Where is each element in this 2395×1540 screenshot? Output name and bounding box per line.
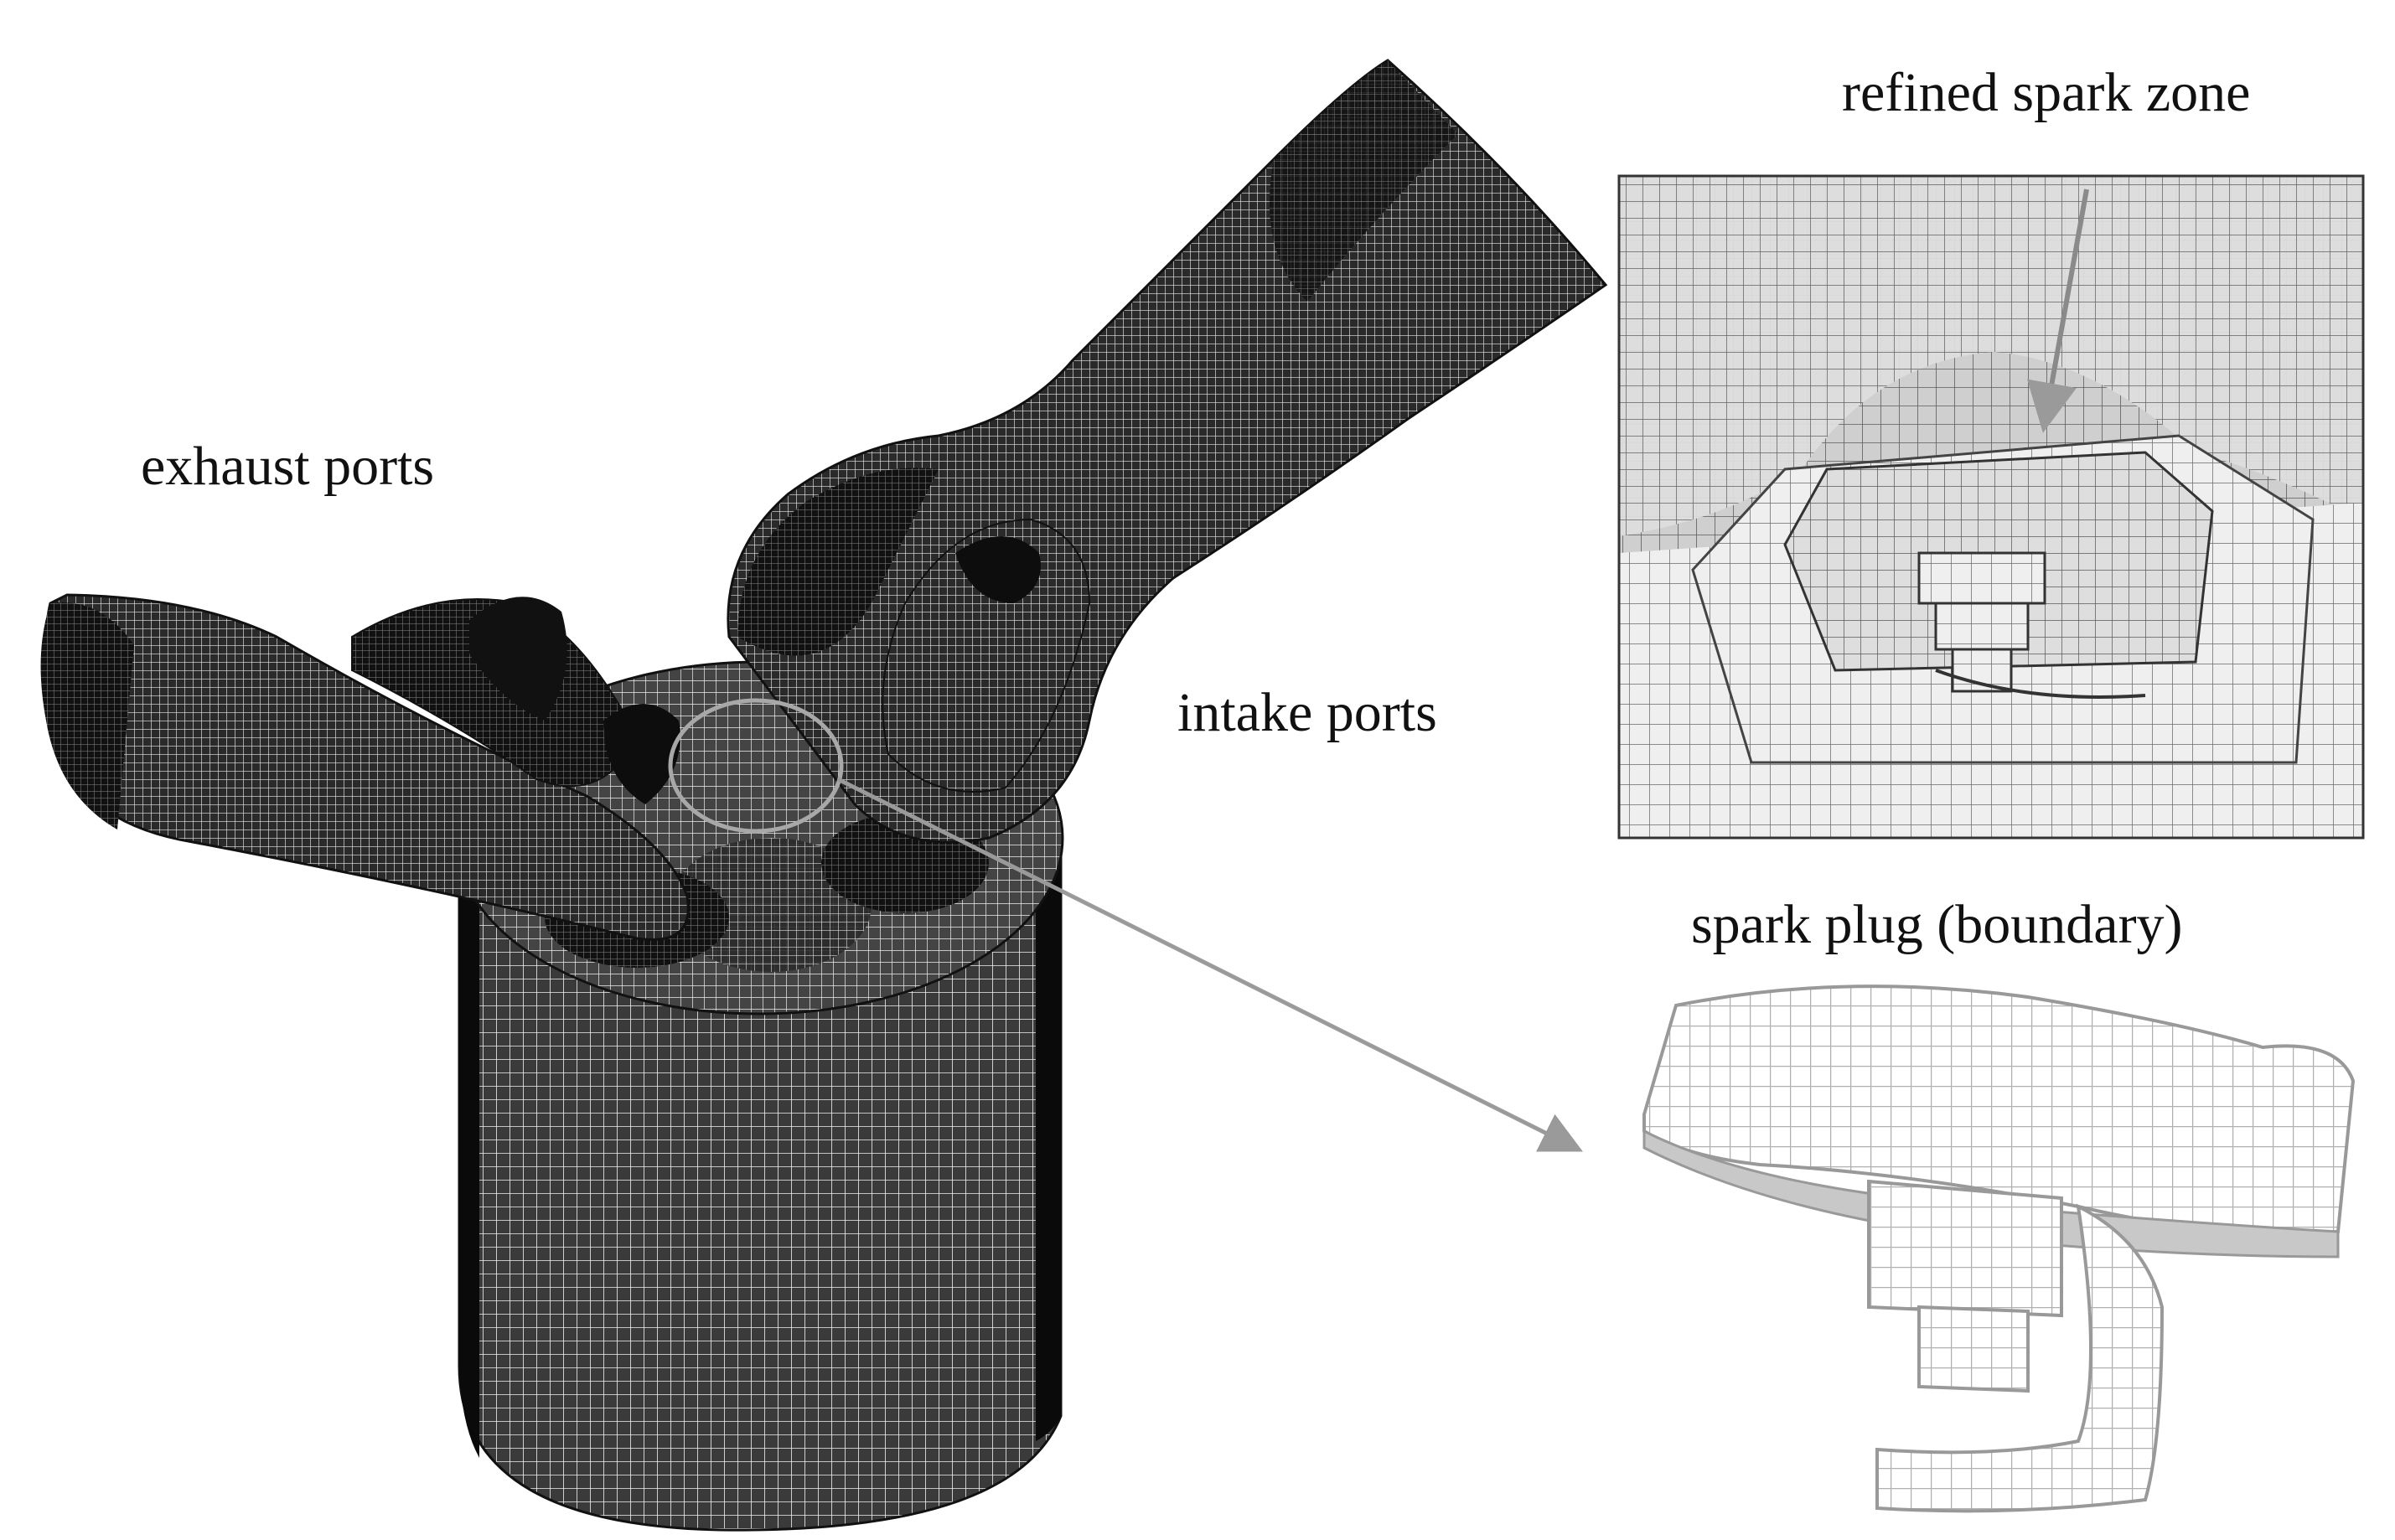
engine-mesh-model bbox=[40, 59, 1608, 1532]
spark-region-callout-circle bbox=[668, 698, 844, 834]
intake-ports-mesh bbox=[727, 59, 1608, 844]
spark-plug-boundary-label: spark plug (boundary) bbox=[1691, 894, 2183, 955]
callout-arrow bbox=[836, 777, 1583, 1152]
intake-ports-label: intake ports bbox=[1177, 682, 1437, 743]
refined-spark-zone-inset bbox=[1619, 176, 2363, 838]
spark-plug-boundary-wireframe bbox=[1642, 984, 2356, 1513]
inset-frame bbox=[1617, 174, 2365, 840]
refined-spark-zone-label: refined spark zone bbox=[1842, 62, 2250, 123]
exhaust-ports-mesh bbox=[40, 593, 690, 941]
spark-zone-pointer-arrow bbox=[2026, 189, 2089, 433]
cylinder-mesh bbox=[458, 828, 1063, 1532]
exhaust-ports-label: exhaust ports bbox=[141, 436, 434, 497]
